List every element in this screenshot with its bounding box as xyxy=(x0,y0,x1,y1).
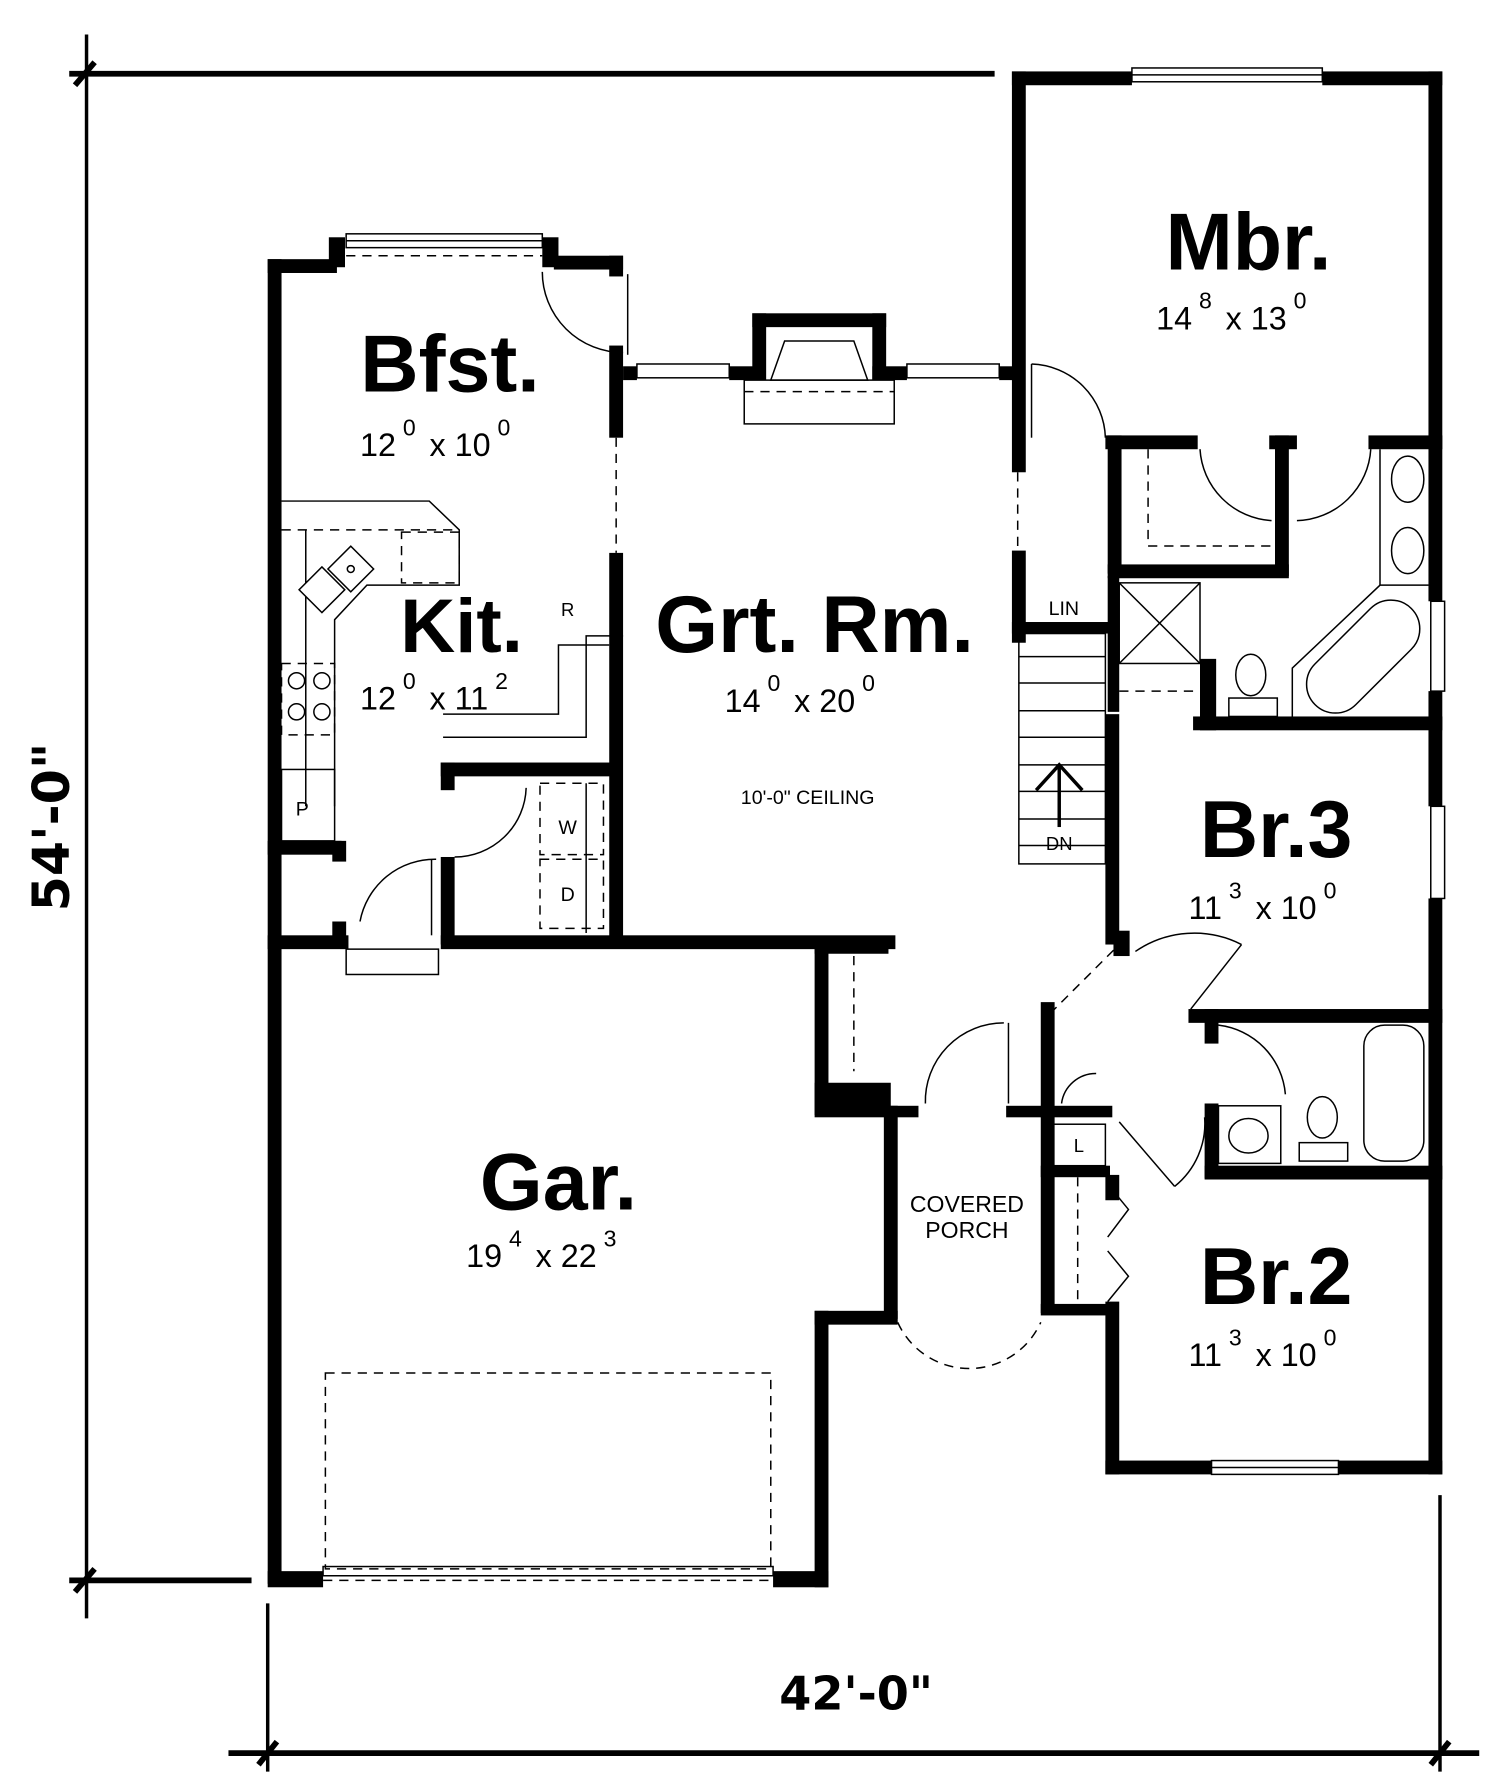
room-label: Grt. Rm. xyxy=(655,580,974,670)
room-label: Bfst. xyxy=(360,320,539,410)
room-label: Br.2 xyxy=(1200,1232,1353,1322)
ceiling-note: 10'-0" CEILING xyxy=(741,787,875,809)
refrigerator-label: R xyxy=(561,599,574,620)
windows xyxy=(322,67,1446,1582)
room-label: Gar. xyxy=(480,1138,637,1228)
stairs-down-label: DN xyxy=(1046,833,1073,854)
dimension-lines xyxy=(69,34,1480,1772)
room-label: Br.3 xyxy=(1200,785,1353,875)
porch-label-line2: PORCH xyxy=(925,1217,1008,1243)
dryer-label: D xyxy=(561,884,575,906)
fixtures xyxy=(280,254,1429,1570)
walls xyxy=(267,71,1443,1588)
room-label: Mbr. xyxy=(1165,198,1331,288)
pantry-label: P xyxy=(296,799,309,821)
washer-label: W xyxy=(558,817,577,839)
porch-label-line1: COVERED xyxy=(910,1191,1024,1217)
linen-closet-label: L xyxy=(1074,1135,1084,1156)
fixture-labels: COVERED PORCH LIN DN R P W D L xyxy=(296,598,1084,1243)
linen-label: LIN xyxy=(1049,598,1079,620)
room-label: Kit. xyxy=(400,584,523,669)
width-dimension-label: 42'-0" xyxy=(779,1666,933,1720)
depth-dimension-label: 54'-0" xyxy=(22,743,81,912)
